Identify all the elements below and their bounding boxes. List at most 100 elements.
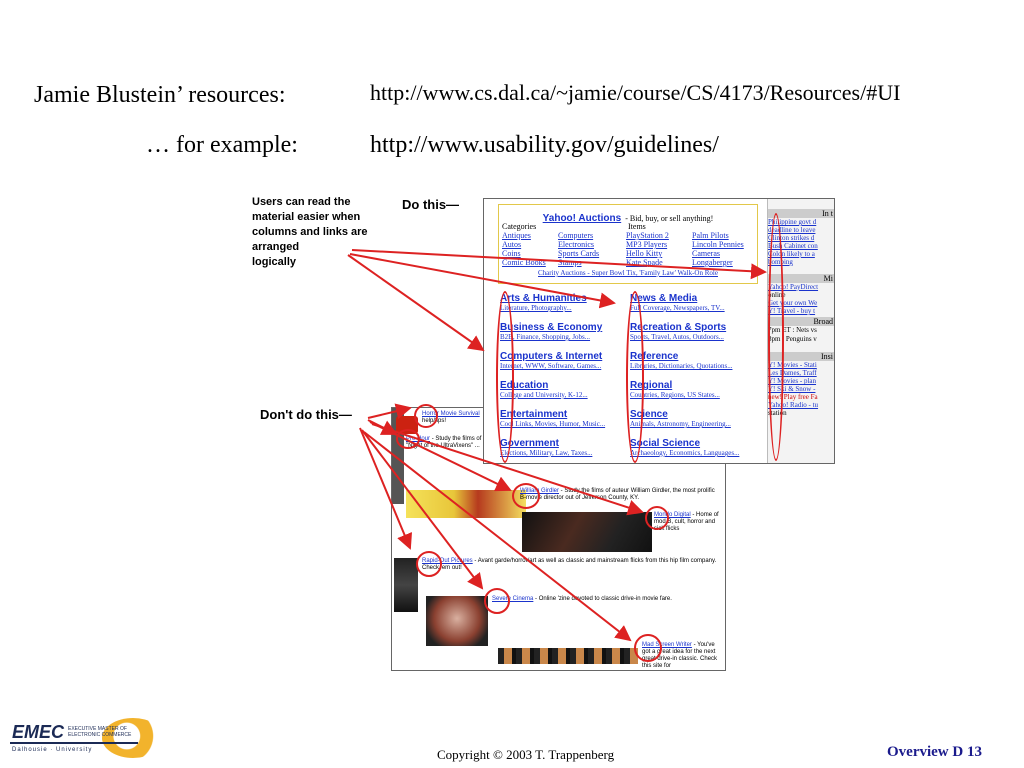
category-title[interactable]: Recreation & Sports bbox=[630, 322, 727, 333]
category-title[interactable]: Reference bbox=[630, 351, 679, 362]
category-title[interactable]: Science bbox=[630, 409, 668, 420]
side-news-link[interactable]: Colon likely to a bbox=[768, 250, 815, 258]
dont-entry-mad: Mad Screen Writer - You've got a great i… bbox=[642, 642, 722, 670]
category-sub[interactable]: Animals, Astronomy, Engineering... bbox=[630, 420, 731, 428]
category-sub[interactable]: B2B, Finance, Shopping, Jobs... bbox=[500, 333, 591, 341]
logo-caption: EXECUTIVE MASTER OF ELECTRONIC COMMERCE bbox=[68, 726, 131, 738]
dont-side-text-2: "Night of the UltraVixens" ... bbox=[406, 443, 480, 449]
auction-row: Coins Sports Cards Hello Kitty Cameras bbox=[502, 249, 757, 258]
logo-text: EMEC bbox=[12, 722, 65, 742]
guideline-caption: Users can read the material easier when … bbox=[252, 195, 368, 270]
side-insi-link[interactable]: Yahoo! Radio - tu bbox=[768, 401, 819, 409]
category-sub[interactable]: Sports, Travel, Autos, Outdoors... bbox=[630, 333, 724, 341]
side-head-misc: Mi bbox=[768, 274, 834, 283]
category-sub[interactable]: Literature, Photography... bbox=[500, 304, 572, 312]
category-sub[interactable]: College and University, K-12... bbox=[500, 391, 588, 399]
severe-cinema-link[interactable]: Severe Cinema bbox=[492, 596, 534, 602]
caption-line: Users can read the bbox=[252, 196, 351, 208]
category-title[interactable]: Business & Economy bbox=[500, 322, 603, 333]
mad-screen-writer-link[interactable]: Mad Screen Writer bbox=[642, 642, 692, 648]
girdler-text: - Study the films of auteur William Gird… bbox=[520, 488, 715, 501]
mondo-link[interactable]: Mondo Digital bbox=[654, 512, 691, 518]
category-title[interactable]: Arts & Humanities bbox=[500, 293, 587, 304]
side-news-link[interactable]: Bush Cabinet con bbox=[768, 242, 818, 250]
arrow-line bbox=[361, 429, 484, 590]
category-sub[interactable]: Elections, Military, Law, Taxes... bbox=[500, 449, 593, 457]
side-misc-link[interactable]: Yahoo! PayDirect bbox=[768, 283, 819, 291]
side-misc-link[interactable]: Get your own We bbox=[768, 299, 818, 307]
auction-link[interactable]: PlayStation 2 bbox=[626, 231, 669, 240]
category-title[interactable]: Social Science bbox=[630, 438, 701, 449]
side-insi-link[interactable]: Y! Movies - Stati bbox=[768, 361, 817, 369]
auction-footer[interactable]: Charity Auctions - Super Bowl Tix, 'Fami… bbox=[538, 269, 718, 277]
category-sub[interactable]: Archaeology, Economics, Languages... bbox=[630, 449, 740, 457]
auction-link[interactable]: Longaberger bbox=[692, 258, 733, 267]
dont-entry-girdler: William Girdler - Study the films of aut… bbox=[520, 488, 720, 502]
category-title[interactable]: News & Media bbox=[630, 293, 698, 304]
auctions-title[interactable]: Yahoo! Auctions bbox=[542, 213, 622, 224]
column-highlight-oval bbox=[496, 291, 514, 463]
column-highlight-oval bbox=[768, 213, 784, 461]
auction-link[interactable]: Autos bbox=[502, 240, 522, 249]
side-insi-link[interactable]: Y! Ski & Snow - bbox=[768, 385, 816, 393]
girdler-link[interactable]: William Girdler bbox=[520, 488, 559, 494]
dont-entry-severe: Severe Cinema - Online 'zine devoted to … bbox=[492, 596, 718, 603]
auction-link[interactable]: Coins bbox=[502, 249, 521, 258]
mad-screen-writer-text: - You've got a great idea for the next g… bbox=[642, 642, 718, 669]
category-title[interactable]: Government bbox=[500, 438, 559, 449]
side-news-link[interactable]: Philippine govt d bbox=[768, 218, 817, 226]
category-sub[interactable]: Countries, Regions, US States... bbox=[630, 391, 720, 399]
side-head-insi: Insi bbox=[768, 352, 834, 361]
category-title[interactable]: Entertainment bbox=[500, 409, 568, 420]
caption-line: material easier when bbox=[252, 211, 361, 223]
horror-survival-link[interactable]: Horror Movie Survival bbox=[422, 411, 480, 417]
auction-row: Autos Electronics MP3 Players Lincoln Pe… bbox=[502, 240, 757, 249]
category-sub[interactable]: Cool Links, Movies, Humor, Music... bbox=[500, 420, 606, 428]
category-title[interactable]: Computers & Internet bbox=[500, 351, 603, 362]
side-news-link[interactable]: deadline to leave bbox=[768, 226, 816, 234]
side-insi-text: new! Play free Fa bbox=[768, 393, 818, 401]
category-sub[interactable]: Full Coverage, Newspapers, TV... bbox=[630, 304, 725, 312]
example-url[interactable]: http://www.usability.gov/guidelines/ bbox=[370, 132, 719, 158]
resources-url[interactable]: http://www.cs.dal.ca/~jamie/course/CS/41… bbox=[370, 80, 901, 105]
logo-swoosh bbox=[102, 718, 164, 758]
category-title[interactable]: Regional bbox=[630, 380, 673, 391]
dont-side-text: - Study the films of ... bbox=[431, 436, 489, 442]
face-image bbox=[394, 558, 418, 612]
arrow-line bbox=[369, 421, 512, 492]
side-insi-link[interactable]: Les Dames, Traff bbox=[768, 369, 817, 377]
dont-entry-rapid: Rapid-Out Pictures - Avant garde/horror/… bbox=[422, 558, 718, 572]
auction-link[interactable]: Electronics bbox=[558, 240, 594, 249]
auction-link[interactable]: Lincoln Pennies bbox=[692, 240, 744, 249]
auction-row: Antiques Computers PlayStation 2 Palm Pi… bbox=[502, 231, 757, 240]
side-news-link[interactable]: Clinton strikes d bbox=[768, 234, 815, 242]
category-sub[interactable]: Internet, WWW, Software, Games... bbox=[500, 362, 602, 370]
side-head-broad: Broad bbox=[768, 317, 834, 326]
auction-link[interactable]: Cameras bbox=[692, 249, 720, 258]
auction-link[interactable]: Kate Spade bbox=[626, 258, 663, 267]
side-insi-link[interactable]: Y! Movies - plan bbox=[768, 377, 817, 385]
category-sub[interactable]: Libraries, Dictionaries, Quotations... bbox=[630, 362, 733, 370]
auction-link[interactable]: Sports Cards bbox=[558, 249, 600, 258]
logo-caption-line: EXECUTIVE MASTER OF bbox=[68, 726, 127, 732]
auctions-box: Yahoo! Auctions - Bid, buy, or sell anyt… bbox=[498, 204, 758, 284]
auction-link[interactable]: Hello Kitty bbox=[626, 249, 663, 258]
auction-link[interactable]: MP3 Players bbox=[626, 240, 668, 249]
auction-link[interactable]: Antiques bbox=[502, 231, 531, 240]
auction-link[interactable]: Computers bbox=[558, 231, 594, 240]
auction-link[interactable]: Comic Books bbox=[502, 258, 546, 267]
good-layout-screenshot: Yahoo! Auctions - Bid, buy, or sell anyt… bbox=[483, 198, 835, 464]
logo-divider bbox=[10, 742, 138, 744]
side-misc-link[interactable]: Y! Travel - buy t bbox=[768, 307, 816, 315]
auction-link[interactable]: Palm Pilots bbox=[692, 231, 729, 240]
arrow-line bbox=[351, 249, 767, 280]
rapid-out-link[interactable]: Rapid-Out Pictures bbox=[422, 558, 473, 564]
category-title[interactable]: Education bbox=[500, 380, 549, 391]
